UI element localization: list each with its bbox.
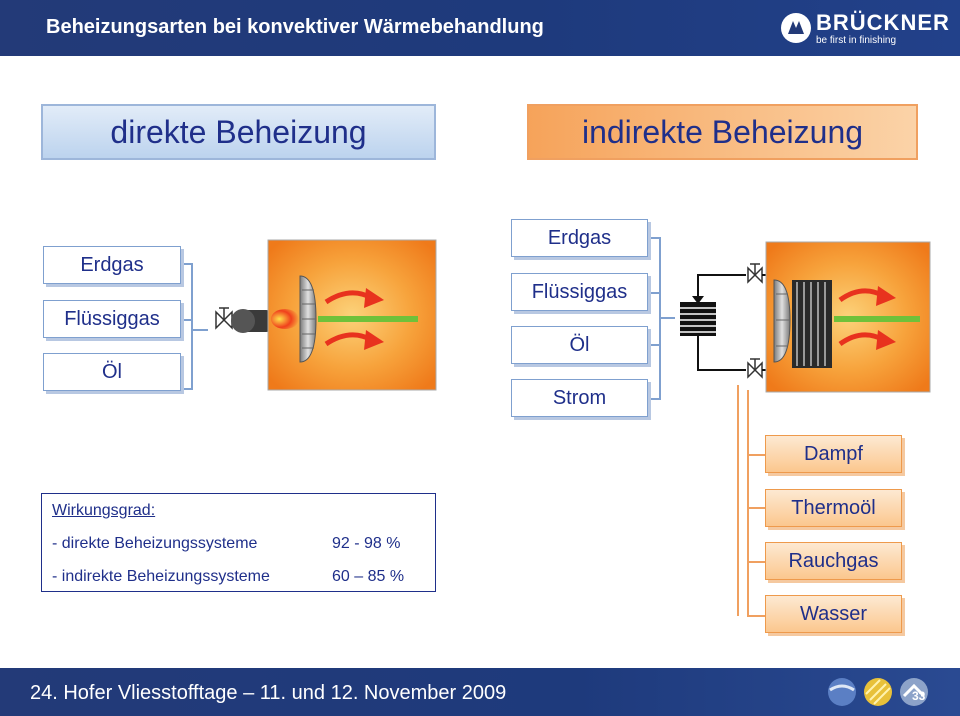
fuel-box-erdgas: Erdgas <box>43 246 181 284</box>
fuel-box-oel: Öl <box>43 353 181 391</box>
circulation-fan-left <box>299 275 317 363</box>
brand-logo-icon <box>781 13 811 43</box>
burner-flame <box>271 309 299 329</box>
source-box-fluessiggas: Flüssiggas <box>511 273 648 311</box>
source-box-erdgas: Erdgas <box>511 219 648 257</box>
efficiency-direct-label: - direkte Beheizungssysteme <box>52 535 258 552</box>
efficiency-direct-value: 92 - 98 % <box>332 535 401 552</box>
fuel-box-fluessiggas: Flüssiggas <box>43 300 181 338</box>
circulation-fan-right <box>773 279 791 363</box>
air-duct-left <box>318 316 418 322</box>
source-box-strom: Strom <box>511 379 648 417</box>
brand-logo: BRÜCKNER be first in finishing <box>780 8 950 52</box>
slide-title: Beheizungsarten bei konvektiver Wärmebeh… <box>46 16 544 38</box>
header-bar: Beheizungsarten bei konvektiver Wärmebeh… <box>0 0 960 56</box>
right-source-connectors <box>650 237 675 400</box>
footer-bar: 24. Hofer Vliesstofftage – 11. und 12. N… <box>0 668 960 716</box>
brand-name: BRÜCKNER <box>816 10 950 35</box>
efficiency-title: Wirkungsgrad: <box>52 502 156 519</box>
burner-valve <box>215 307 233 330</box>
heat-exchanger <box>680 274 746 371</box>
direct-heating-heading: direkte Beheizung <box>41 104 436 160</box>
medium-box-rauchgas: Rauchgas <box>765 542 902 580</box>
indirect-heating-heading: indirekte Beheizung <box>527 104 918 160</box>
efficiency-box: Wirkungsgrad: - direkte Beheizungssystem… <box>41 493 436 592</box>
efficiency-indirect-label: - indirekte Beheizungssysteme <box>52 568 270 585</box>
footer-event: 24. Hofer Vliesstofftage – 11. und 12. N… <box>30 682 507 704</box>
medium-box-wasser: Wasser <box>765 595 902 633</box>
left-fuel-connectors <box>183 263 208 390</box>
air-duct-right <box>834 316 920 322</box>
heating-coil <box>792 280 832 368</box>
fiber-icon <box>864 678 892 706</box>
medium-box-thermooel: Thermoöl <box>765 489 902 527</box>
medium-connectors <box>737 385 766 617</box>
machine-icon <box>900 678 928 706</box>
medium-box-dampf: Dampf <box>765 435 902 473</box>
brand-tagline: be first in finishing <box>816 35 897 46</box>
source-box-oel: Öl <box>511 326 648 364</box>
supply-valves <box>747 263 763 379</box>
efficiency-indirect-value: 60 – 85 % <box>332 568 405 585</box>
globe-icon <box>828 678 856 706</box>
page-number: 33 <box>912 689 926 703</box>
